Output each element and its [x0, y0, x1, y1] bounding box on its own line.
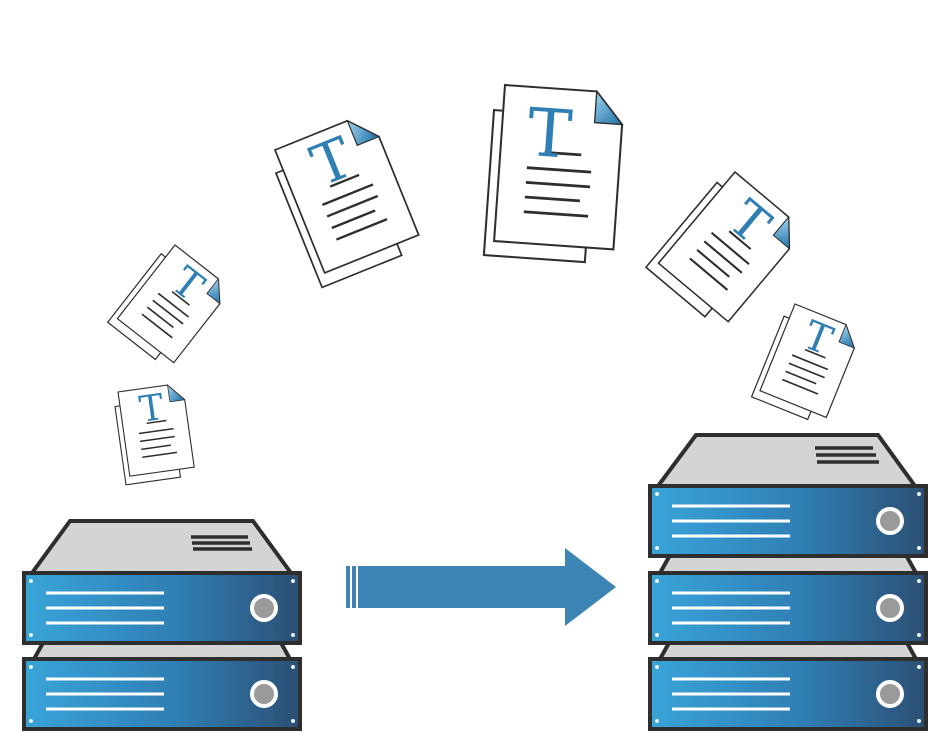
- server-unit: [22, 571, 302, 645]
- document-icon: T: [266, 110, 425, 289]
- document-icon: T: [750, 301, 863, 427]
- target-server: [648, 433, 928, 731]
- document-icon: T: [644, 166, 806, 332]
- transfer-arrow: [346, 548, 616, 626]
- source-server: [22, 519, 302, 731]
- document-icon: T: [106, 240, 233, 371]
- document-icon: T: [482, 82, 626, 266]
- document-letter: T: [525, 94, 574, 174]
- document-letter: T: [137, 387, 166, 431]
- server-unit: [22, 657, 302, 731]
- document-icon: T: [112, 382, 197, 486]
- server-unit: [648, 484, 928, 558]
- server-unit: [648, 571, 928, 645]
- server-unit: [648, 657, 928, 731]
